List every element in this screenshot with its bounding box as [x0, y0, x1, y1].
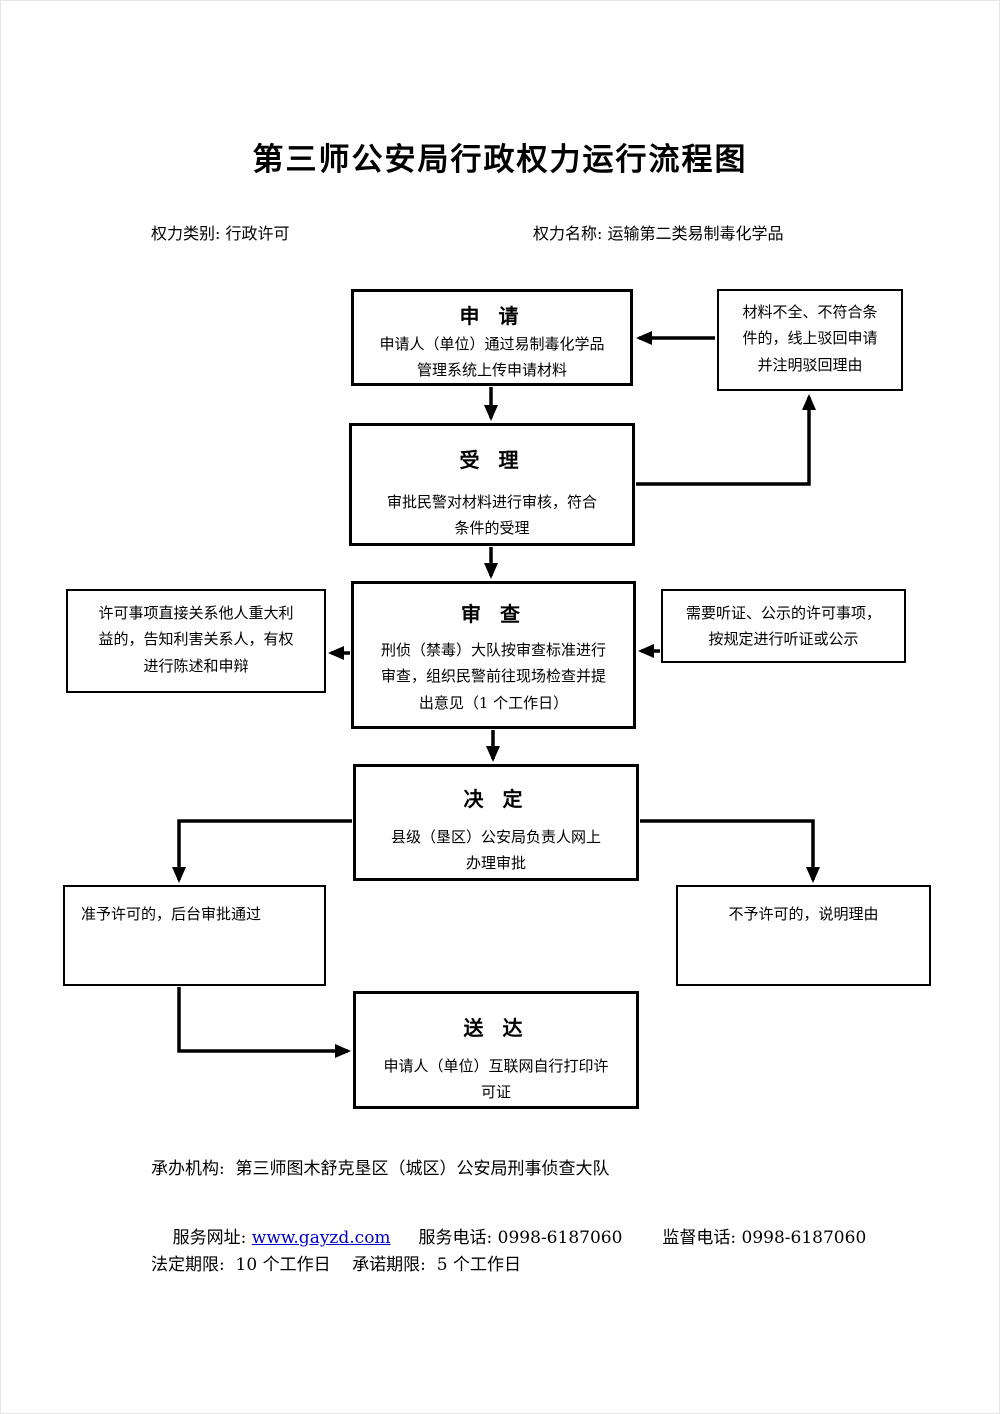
power-name-label: 权力名称: 运输第二类易制毒化学品: [533, 224, 784, 243]
supervision-phone: 监督电话: 0998-6187060: [662, 1228, 867, 1248]
arrow-decide-to-deny: [640, 819, 820, 883]
arrow-approve-to-deliver: [177, 987, 351, 1058]
node-decide-body: 县级（垦区）公安局负责人网上 办理审批: [390, 828, 601, 873]
node-accept-title: 受 理: [459, 448, 525, 472]
arrow-accept-to-reject-feedback: [636, 394, 816, 486]
node-apply-title: 申 请: [459, 304, 525, 328]
node-apply-body: 申请人（单位）通过易制毒化学品 管理系统上传申请材料: [379, 335, 605, 380]
power-category-label: 权力类别: 行政许可: [151, 224, 290, 243]
node-review-body: 刑侦（禁毒）大队按审查标准进行 审查，组织民警前往现场检查并提 出意见（1 个工…: [380, 641, 606, 712]
node-deliver-title: 送 达: [463, 1016, 529, 1040]
node-decide: 决 定 县级（垦区）公安局负责人网上 办理审批: [353, 764, 639, 881]
node-deny-body: 不予许可的，说明理由: [728, 905, 879, 923]
node-notify-note: 许可事项直接关系他人重大利 益的，告知利害关系人，有权 进行陈述和申辩: [66, 589, 326, 693]
node-deny: 不予许可的，说明理由: [676, 885, 931, 986]
node-approve-body: 准予许可的，后台审批通过: [81, 905, 262, 923]
node-accept-body: 审批民警对材料进行审核，符合 条件的受理: [386, 493, 597, 538]
node-review: 审 查 刑侦（禁毒）大队按审查标准进行 审查，组织民警前往现场检查并提 出意见（…: [351, 581, 636, 729]
node-hearing-note: 需要听证、公示的许可事项， 按规定进行听证或公示: [661, 589, 906, 663]
node-review-title: 审 查: [461, 602, 526, 626]
footer-deadlines: 法定期限: 10 个工作日 承诺期限: 5 个工作日: [151, 1255, 521, 1275]
node-reject-note-body: 材料不全、不符合条 件的，线上驳回申请 并注明驳回理由: [742, 303, 878, 374]
node-apply: 申 请 申请人（单位）通过易制毒化学品 管理系统上传申请材料: [351, 289, 633, 386]
node-approve: 准予许可的，后台审批通过: [63, 885, 326, 986]
footer-agency: 承办机构: 第三师图木舒克垦区（城区）公安局刑事侦查大队: [151, 1159, 610, 1179]
node-deliver: 送 达 申请人（单位）互联网自行打印许 可证: [353, 991, 639, 1109]
page-title: 第三师公安局行政权力运行流程图: [252, 142, 748, 178]
node-deliver-body: 申请人（单位）互联网自行打印许 可证: [383, 1057, 609, 1102]
node-notify-note-body: 许可事项直接关系他人重大利 益的，告知利害关系人，有权 进行陈述和申辩: [98, 604, 294, 675]
website-label: 服务网址:: [172, 1228, 252, 1248]
arrow-decide-to-approve: [172, 819, 352, 883]
node-accept: 受 理 审批民警对材料进行审核，符合 条件的受理: [349, 423, 635, 546]
node-hearing-note-body: 需要听证、公示的许可事项， 按规定进行听证或公示: [685, 604, 881, 649]
footer-contacts: 服务网址: www.gayzd.com 服务电话: 0998-6187060 监督电…: [151, 1203, 867, 1268]
node-decide-title: 决 定: [463, 787, 529, 811]
website-link[interactable]: www.gayzd.com: [251, 1228, 391, 1248]
node-reject-note: 材料不全、不符合条 件的，线上驳回申请 并注明驳回理由: [717, 289, 903, 391]
service-phone: 服务电话: 0998-6187060: [418, 1228, 623, 1248]
